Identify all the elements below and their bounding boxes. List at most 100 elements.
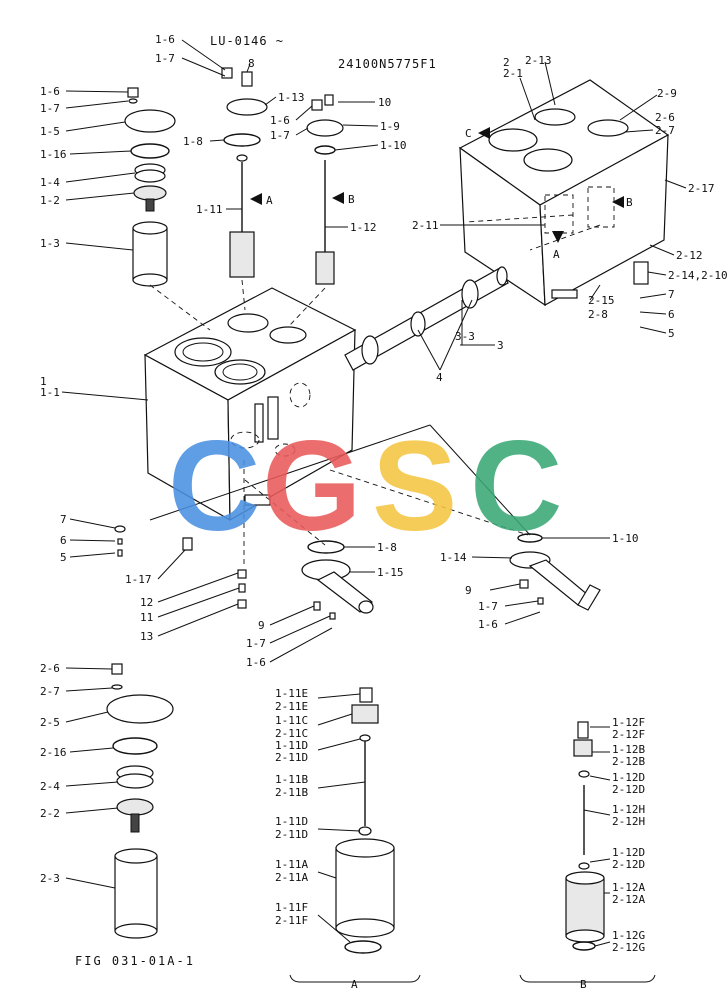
- callout: 2-5: [40, 716, 60, 729]
- callout: 1-12D: [612, 846, 645, 859]
- watermark-letter-g: G: [262, 415, 362, 558]
- callout: 1-11A: [275, 858, 308, 871]
- callout: 2-8: [588, 308, 608, 321]
- callout: 2-13: [525, 54, 552, 67]
- callout: 4: [436, 371, 443, 384]
- callout: 1-12D: [612, 771, 645, 784]
- callout: 1-12A: [612, 881, 645, 894]
- callout: 1-11B: [275, 773, 308, 786]
- view-pointer-arrows: [250, 127, 624, 243]
- callout: B: [348, 193, 355, 206]
- callout: 2-2: [40, 807, 60, 820]
- figure-number: FIG 031-01A-1: [75, 954, 195, 968]
- callout: 1-11D: [275, 815, 308, 828]
- callout: 6: [668, 308, 675, 321]
- callout: 1-6: [155, 33, 175, 46]
- return-pipe-1-14: [509, 533, 601, 611]
- callout: 2-12G: [612, 941, 645, 954]
- detail-a-label: A: [351, 978, 358, 991]
- callout: 1-9: [380, 120, 400, 133]
- callout: 2-9: [657, 87, 677, 100]
- hydraulic-tank-2: [458, 79, 670, 307]
- callout: 1-6: [40, 85, 60, 98]
- callout: 2-14,2-10: [668, 269, 728, 282]
- callout: 7: [60, 513, 67, 526]
- callouts-tank2: 2 2-1 2-13 C 2-9 2-6 2-7 2-17 B 2-11 A 2…: [412, 54, 728, 384]
- callout: 1-12: [350, 221, 377, 234]
- watermark-cgsc: C G S C: [168, 415, 562, 558]
- detail-b-strainer: [519, 721, 656, 983]
- callout: 1-12F: [612, 716, 645, 729]
- connecting-hose-assembly: [344, 266, 509, 371]
- callout: 1-6: [478, 618, 498, 631]
- callout: 1-3: [40, 237, 60, 250]
- callout: 1-11E: [275, 687, 308, 700]
- callout: 2-12D: [612, 783, 645, 796]
- callout: 1-11: [196, 203, 223, 216]
- callout: 10: [378, 96, 391, 109]
- callout: 1-7: [40, 102, 60, 115]
- callout: 13: [140, 630, 153, 643]
- callout: 1-11C: [275, 714, 308, 727]
- callout: 1-17: [125, 573, 152, 586]
- callouts-main: 1-6 1-7 1-5 1-16 1-4 1-2 1-3 1-6 1-7 8 1…: [40, 33, 639, 669]
- left-detail-stack-2: [106, 663, 174, 939]
- detail-b-label: B: [580, 978, 587, 991]
- callout: B: [626, 196, 633, 209]
- watermark-letter-c: C: [168, 415, 260, 558]
- callout: A: [266, 194, 273, 207]
- callout: 8: [248, 57, 255, 70]
- tank1-drain-hardware: [114, 525, 544, 620]
- callouts-detail-a: 1-11E 2-11E 1-11C 2-11C 1-11D 2-11D 1-11…: [275, 687, 308, 927]
- left-filter-stack-1: [124, 87, 176, 287]
- callout: 9: [465, 584, 472, 597]
- callouts-detail-b: 1-12F 2-12F 1-12B 2-12B 1-12D 2-12D 1-12…: [612, 716, 645, 954]
- callout: 2-11C: [275, 727, 308, 740]
- callout: 2-6: [40, 662, 60, 675]
- callout: 3-3: [455, 330, 475, 343]
- callout: 2-11: [412, 219, 439, 232]
- callout: 2-12A: [612, 893, 645, 906]
- callout: 2-15: [588, 294, 615, 307]
- callout: 2-7: [40, 685, 60, 698]
- callout: 1-8: [377, 541, 397, 554]
- callout: C: [465, 127, 472, 140]
- watermark-letter-s: S: [372, 415, 457, 558]
- callout: 1-12G: [612, 929, 645, 942]
- callout: 2-11B: [275, 786, 308, 799]
- callout: 2-3: [40, 872, 60, 885]
- callout: 2-12: [676, 249, 703, 262]
- callout: 1-10: [612, 532, 639, 545]
- callout-leader-lines: [61, 39, 687, 947]
- callout: A: [553, 248, 560, 261]
- callout: 1-5: [40, 125, 60, 138]
- callout: 2-16: [40, 746, 67, 759]
- callout: 2-12D: [612, 858, 645, 871]
- callout: 2-11D: [275, 828, 308, 841]
- watermark-letter-c2: C: [470, 415, 562, 558]
- callout: 1-8: [183, 135, 203, 148]
- callout: 1-11D: [275, 739, 308, 752]
- callout: 1-12H: [612, 803, 645, 816]
- callout: 2: [503, 56, 510, 69]
- callout: 1-16: [40, 148, 67, 161]
- callout: 1-15: [377, 566, 404, 579]
- strainer-1-12: [306, 94, 344, 285]
- callouts-left-detail: 2-6 2-7 2-5 2-16 2-4 2-2 2-3: [40, 662, 67, 885]
- callout: 1-7: [155, 52, 175, 65]
- callout: 1-7: [270, 129, 290, 142]
- callout: 3: [497, 339, 504, 352]
- callout: 1-6: [270, 114, 290, 127]
- callout: 1-6: [246, 656, 266, 669]
- callout: 2-1: [503, 67, 523, 80]
- callout: 2-11E: [275, 700, 308, 713]
- callout: 7: [668, 288, 675, 301]
- detail-a-strainer: [289, 687, 421, 983]
- callout: 2-11D: [275, 751, 308, 764]
- callout: 11: [140, 611, 153, 624]
- callout: 5: [668, 327, 675, 340]
- callout: 5: [60, 551, 67, 564]
- callout: 1-11F: [275, 901, 308, 914]
- callout: 1: [40, 375, 47, 388]
